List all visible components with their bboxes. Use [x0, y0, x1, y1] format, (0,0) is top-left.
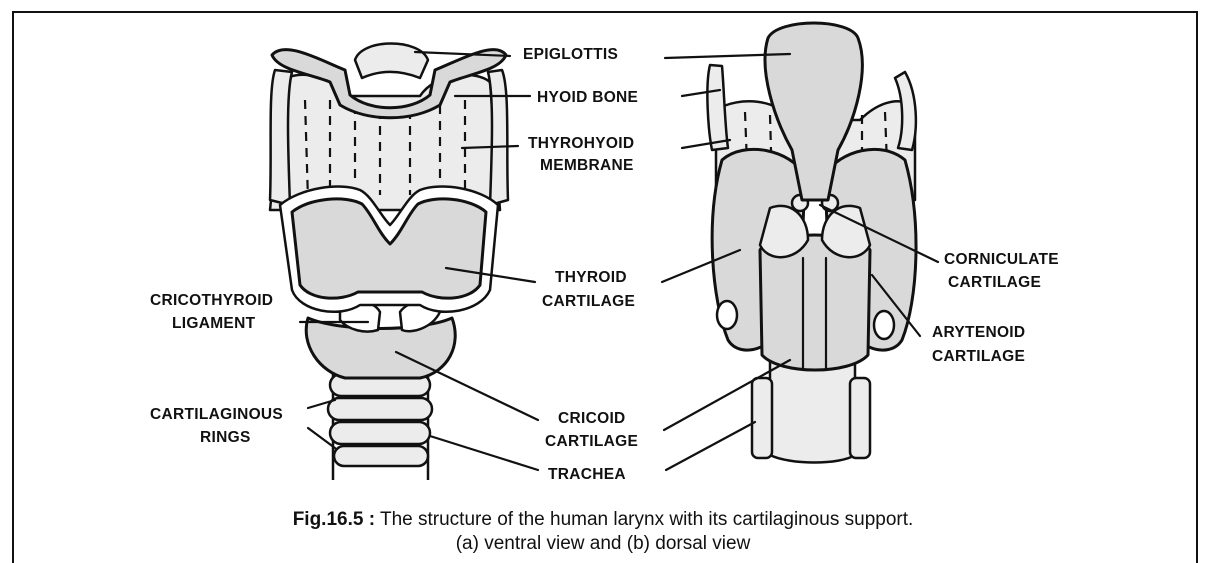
caption-text-1: The structure of the human larynx with i… — [380, 509, 913, 530]
caption-figure-label: Fig.16.5 : — [293, 509, 375, 530]
ventral-cartilaginous-rings — [328, 374, 432, 466]
ventral-superior-horn-left — [270, 70, 292, 205]
caption-line-1: Fig.16.5 : The structure of the human la… — [0, 508, 1206, 532]
label-thyrohyoid-line2: MEMBRANE — [540, 157, 634, 174]
label-thyroid-line2: CARTILAGE — [542, 293, 635, 310]
leader-trachea-a — [430, 436, 538, 470]
label-thyroid-line1: THYROID — [555, 269, 627, 286]
label-cricothyroid-line2: LIGAMENT — [172, 315, 256, 332]
ventral-superior-horn-right — [488, 70, 508, 205]
dorsal-nodule-left — [717, 301, 737, 329]
label-trachea: TRACHEA — [548, 466, 626, 483]
leader-trachea-b — [666, 422, 755, 470]
figure-caption: Fig.16.5 : The structure of the human la… — [0, 508, 1206, 556]
dorsal-hyoid-horn-left — [707, 65, 728, 150]
label-thyrohyoid-line1: THYROHYOID — [528, 135, 634, 152]
label-cricothyroid-line1: CRICOTHYROID — [150, 292, 273, 309]
label-corniculate-line1: CORNICULATE — [944, 251, 1059, 268]
label-hyoid-bone: HYOID BONE — [537, 89, 638, 106]
label-rings-line2: RINGS — [200, 429, 251, 446]
caption-line-2: (a) ventral view and (b) dorsal view — [0, 532, 1206, 556]
label-arytenoid-line1: ARYTENOID — [932, 324, 1025, 341]
ventral-epiglottis — [355, 44, 428, 79]
label-rings-line1: CARTILAGINOUS — [150, 406, 283, 423]
dorsal-nodule-right — [874, 311, 894, 339]
label-cricoid-line1: CRICOID — [558, 410, 626, 427]
larynx-diagram: EPIGLOTTIS HYOID BONE THYROHYOID MEMBRAN… — [0, 0, 1206, 510]
ventral-thyroid-cartilage — [292, 199, 486, 298]
label-corniculate-line2: CARTILAGE — [948, 274, 1041, 291]
label-epiglottis: EPIGLOTTIS — [523, 46, 618, 63]
label-arytenoid-line2: CARTILAGE — [932, 348, 1025, 365]
label-cricoid-line2: CARTILAGE — [545, 433, 638, 450]
dorsal-view — [707, 23, 916, 463]
ventral-view — [270, 44, 508, 481]
